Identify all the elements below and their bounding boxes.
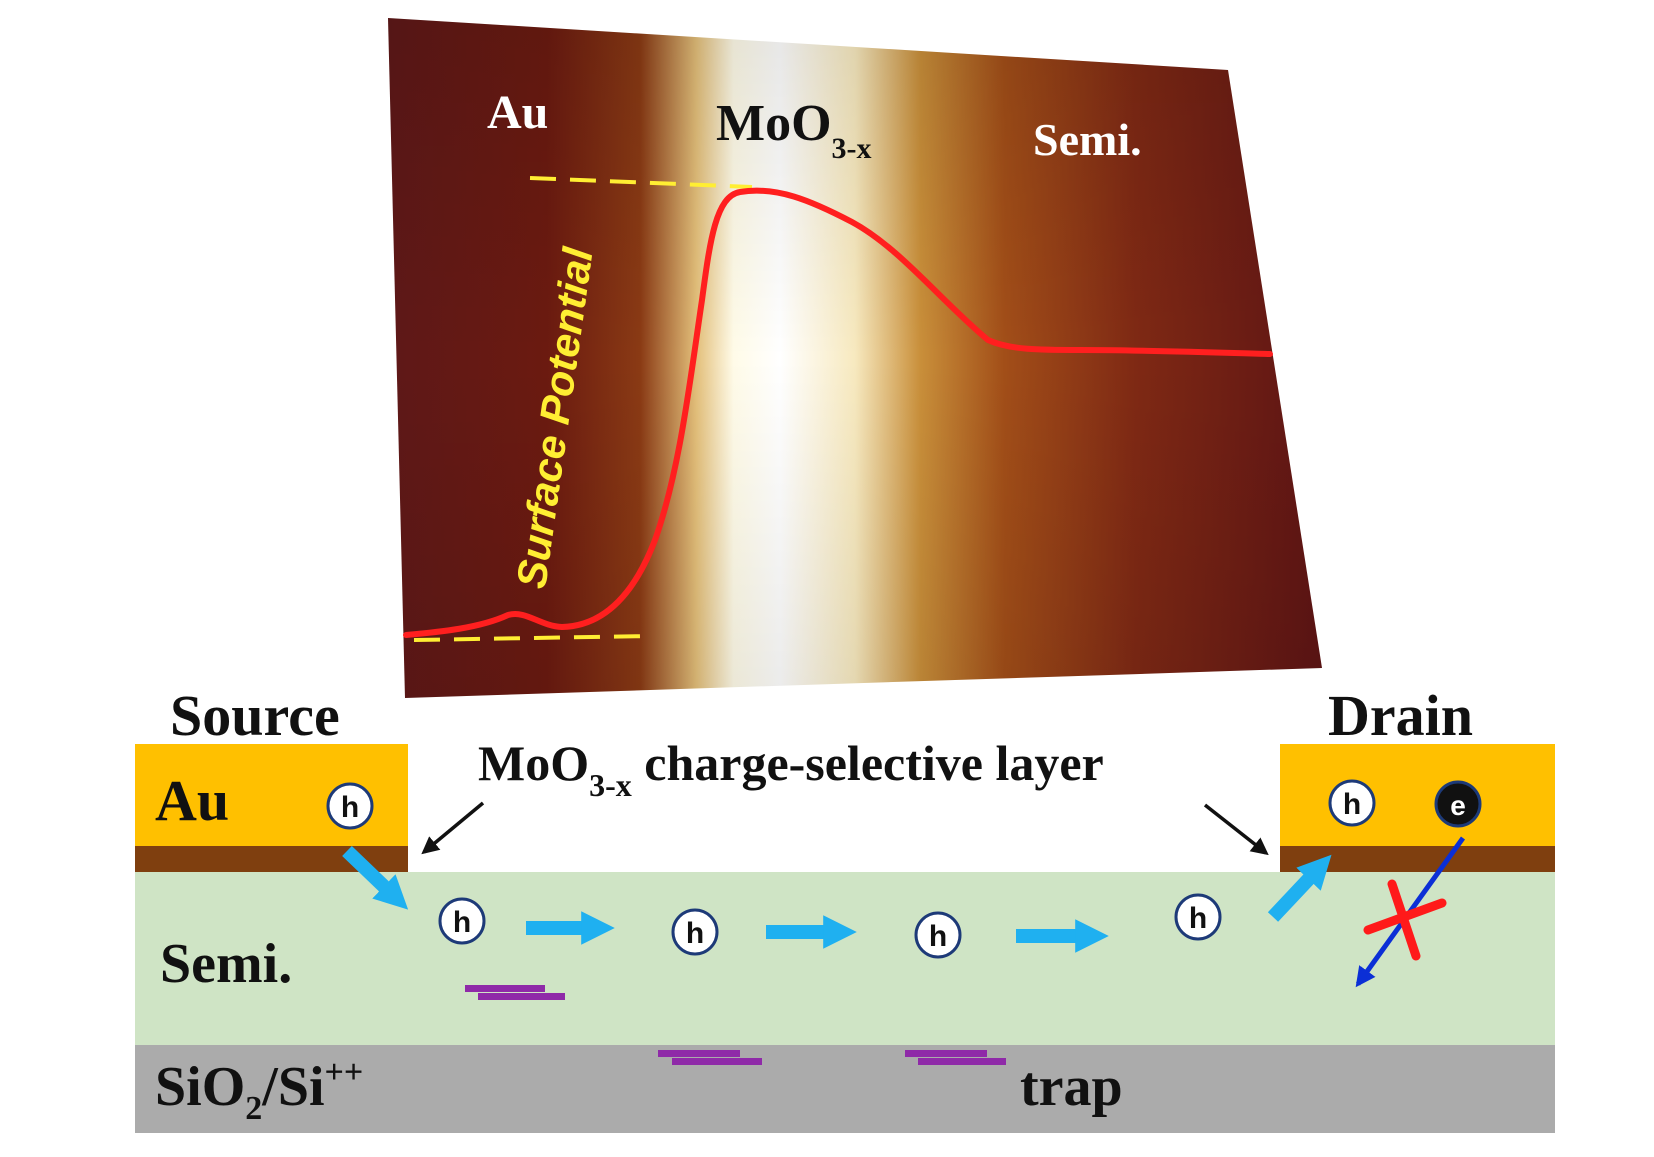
drain-label: Drain	[1328, 683, 1473, 748]
source-au-label: Au	[155, 768, 229, 833]
trap-states	[465, 985, 1006, 1065]
svg-text:h: h	[686, 917, 704, 950]
hole-arrow	[1267, 854, 1332, 922]
hole-marker: h	[326, 782, 374, 830]
hole-marker: h	[438, 897, 486, 945]
pointer-arrow-right	[1203, 803, 1269, 856]
hole-transport-arrows	[342, 845, 1332, 953]
trap-state	[465, 985, 545, 992]
trap-state	[478, 993, 565, 1000]
semi-label: Semi.	[160, 933, 292, 995]
svg-text:h: h	[1189, 902, 1207, 935]
trap-state	[672, 1058, 762, 1065]
trap-state	[658, 1050, 740, 1057]
afm-image: Au MoO3-x Semi. Surface Potential	[388, 18, 1322, 698]
svg-text:h: h	[341, 791, 359, 824]
svg-text:h: h	[929, 920, 947, 953]
drain-gold-electrode	[1280, 744, 1555, 846]
source-label: Source	[170, 683, 340, 748]
trap-state	[905, 1050, 987, 1057]
hole-marker: h	[671, 908, 719, 956]
svg-text:e: e	[1450, 790, 1466, 821]
hole-marker: h	[1328, 779, 1376, 827]
trap-state	[918, 1058, 1006, 1065]
potential-top-dashed-line	[529, 176, 753, 189]
pointer-arrow-left	[421, 801, 485, 855]
afm-label-moo3: MoO3-x	[716, 95, 872, 165]
drain-moo3-layer	[1280, 846, 1555, 872]
semiconductor-layer	[135, 872, 1555, 1045]
svg-text:h: h	[453, 906, 471, 939]
afm-label-semi: Semi.	[1033, 114, 1142, 165]
substrate-label: SiO2/Si++	[155, 1054, 363, 1127]
hole-arrow	[342, 845, 409, 910]
hole-marker: h	[1174, 893, 1222, 941]
electron-marker: e	[1434, 780, 1482, 828]
holes: h h h h h h	[326, 779, 1376, 959]
blocked-cross-icon	[1363, 879, 1447, 961]
afm-label-au: Au	[487, 86, 548, 139]
svg-text:h: h	[1343, 788, 1361, 821]
trap-label: trap	[1020, 1056, 1123, 1118]
hole-marker: h	[914, 911, 962, 959]
afm-image-shade	[388, 18, 1322, 698]
device-cross-section: Source Drain Au MoO3-x charge-selective …	[135, 683, 1555, 1133]
moo3-layer-label: MoO3-x charge-selective layer	[478, 735, 1104, 803]
surface-potential-curve	[403, 187, 1273, 638]
substrate-layer	[135, 1045, 1555, 1133]
